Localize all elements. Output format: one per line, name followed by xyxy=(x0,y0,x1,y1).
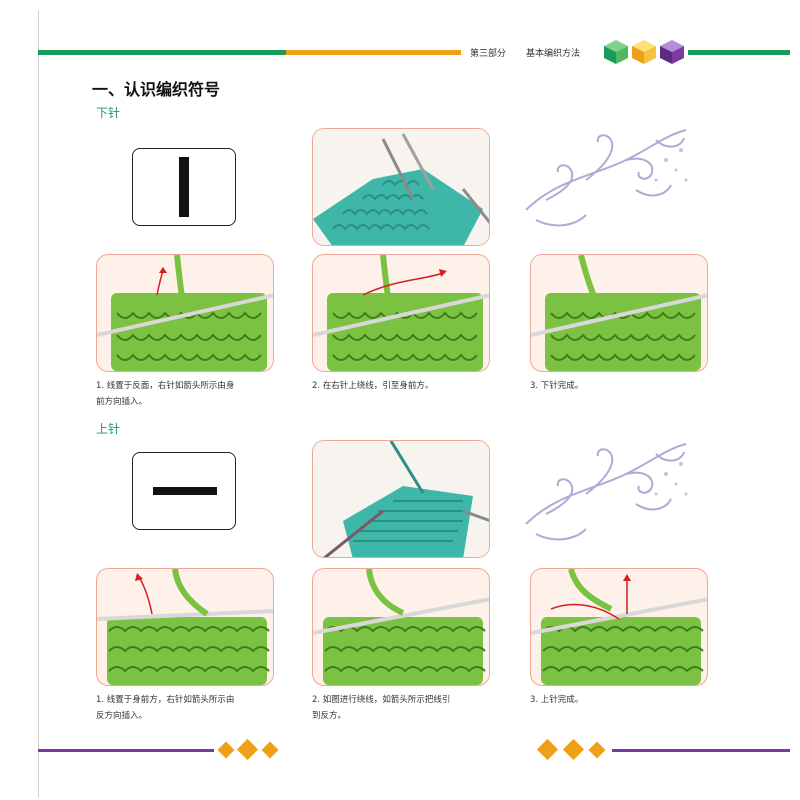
page-title: 一、认识编织符号 xyxy=(92,80,221,99)
header-green-rule-right xyxy=(688,50,790,55)
decorative-swirl-icon xyxy=(525,443,688,541)
header-cubes-icon xyxy=(604,40,684,64)
purl-step1-caption: 1. 线置于身前方，右针如箭头所示由 反方向插入。 xyxy=(96,692,276,724)
purl-step3-diagram xyxy=(530,568,708,686)
decorative-swirl-icon xyxy=(525,129,688,227)
purl-step3-caption: 3. 上针完成。 xyxy=(530,692,710,708)
purl-step1-diagram xyxy=(96,568,274,686)
horizontal-bar-icon xyxy=(153,487,217,495)
knit-step2-caption: 2. 在右针上绕线，引至身前方。 xyxy=(312,378,492,394)
purl-symbol-box xyxy=(132,452,236,530)
caption-line: 前方向插入。 xyxy=(96,397,148,407)
knitting-photo-illustration xyxy=(313,441,489,557)
caption-line: 3. 下针完成。 xyxy=(530,381,584,391)
purl-step2-caption: 2. 如图进行绕线，如箭头所示把线引 到反方。 xyxy=(312,692,492,724)
caption-line: 1. 线置于反面，右针如箭头所示由身 xyxy=(96,381,235,391)
knitting-photo-illustration xyxy=(313,129,489,245)
header-part-label: 第三部分 xyxy=(470,49,507,59)
vertical-bar-icon xyxy=(179,157,189,217)
knit-step3-caption: 3. 下针完成。 xyxy=(530,378,710,394)
header-orange-rule xyxy=(286,50,461,55)
caption-line: 到反方。 xyxy=(312,711,347,721)
knit-step2-diagram xyxy=(312,254,490,372)
caption-line: 3. 上针完成。 xyxy=(530,695,584,705)
caption-line: 1. 线置于身前方，右针如箭头所示由 xyxy=(96,695,235,705)
knit-step3-diagram xyxy=(530,254,708,372)
knit-step1-caption: 1. 线置于反面，右针如箭头所示由身 前方向插入。 xyxy=(96,378,276,410)
header-topic-label: 基本编织方法 xyxy=(526,49,581,59)
section-title-purl: 上针 xyxy=(96,422,121,436)
knit-photo xyxy=(312,128,490,246)
page-frame xyxy=(38,10,790,798)
purl-step2-diagram xyxy=(312,568,490,686)
section-title-knit: 下针 xyxy=(96,106,121,120)
knit-step1-diagram xyxy=(96,254,274,372)
header-green-rule xyxy=(38,50,286,55)
footer-purple-rule-left xyxy=(38,749,214,752)
caption-line: 2. 在右针上绕线，引至身前方。 xyxy=(312,381,434,391)
caption-line: 2. 如图进行绕线，如箭头所示把线引 xyxy=(312,695,451,705)
purl-photo xyxy=(312,440,490,558)
caption-line: 反方向插入。 xyxy=(96,711,148,721)
footer-purple-rule-right xyxy=(612,749,790,752)
knit-symbol-box xyxy=(132,148,236,226)
